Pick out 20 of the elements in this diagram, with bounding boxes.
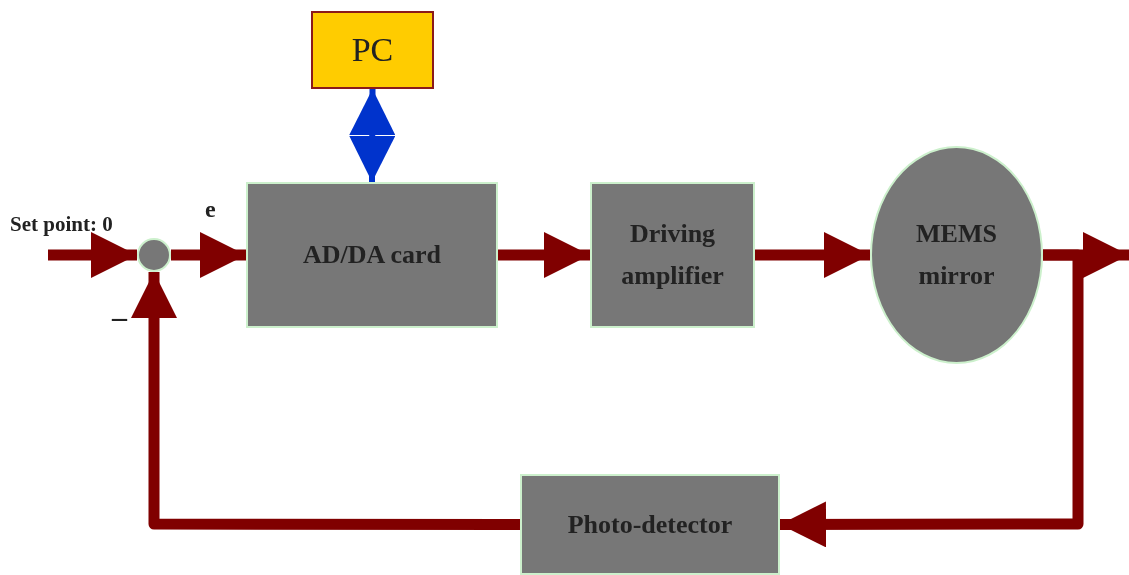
- arrow: [755, 232, 870, 278]
- pc-box: [311, 11, 434, 89]
- node-label: AD/DA card: [302, 239, 442, 272]
- arrow: [780, 249, 1084, 548]
- edge-label: e: [205, 196, 216, 223]
- minus-sign: –: [112, 300, 127, 334]
- arrow: [48, 232, 137, 278]
- process-box: [590, 182, 755, 328]
- node-label: Driving amplifier: [620, 218, 725, 292]
- process-box: [246, 182, 498, 328]
- input-label: Set point: 0: [10, 212, 113, 237]
- arrow: [498, 232, 590, 278]
- arrow: [349, 88, 396, 183]
- arrow: [131, 272, 520, 530]
- node-label: Photo-detector: [566, 508, 734, 541]
- node-label: PC: [350, 29, 395, 70]
- summing-junction: [137, 238, 171, 272]
- arrow: [171, 232, 246, 278]
- node-label: MEMS mirror: [915, 218, 998, 292]
- process-box: [520, 474, 780, 575]
